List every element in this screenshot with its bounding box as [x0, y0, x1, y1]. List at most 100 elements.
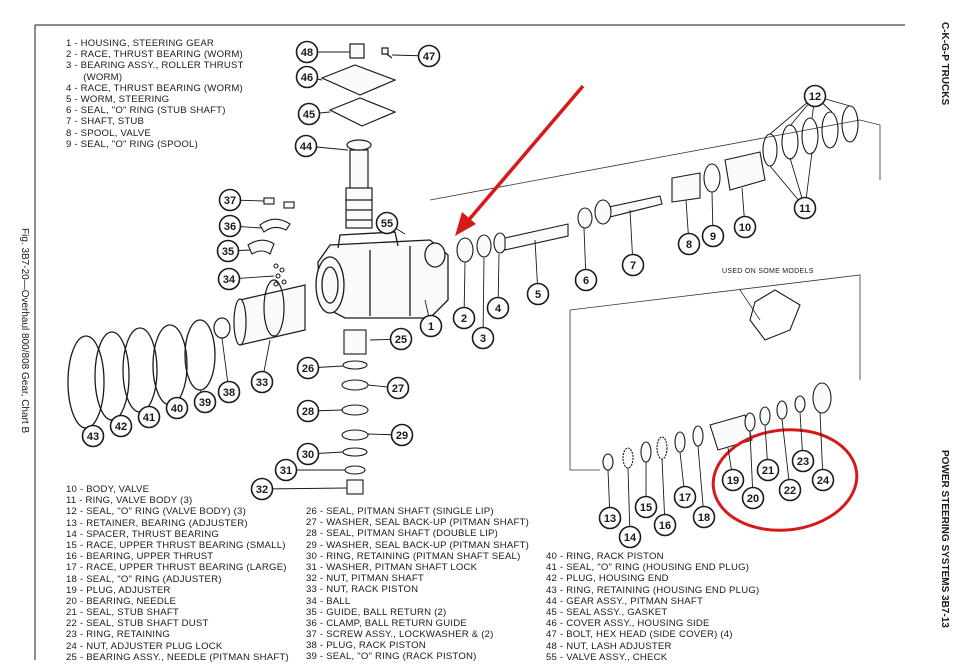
callout-circle	[294, 134, 318, 158]
callout-circle	[165, 396, 189, 420]
legend-row: 32 - NUT, PITMAN SHAFT	[306, 573, 424, 585]
callout-47: 47	[417, 44, 441, 68]
legend-row: 7 - SHAFT, STUB	[66, 116, 145, 128]
legend-row: 10 - BODY, VALVE	[66, 484, 150, 495]
callout-45: 45	[297, 102, 321, 126]
callout-42: 42	[109, 414, 133, 438]
callout-number: 40	[171, 403, 183, 415]
callout-circle	[756, 458, 780, 482]
legend-top: 1 - HOUSING, STEERING GEAR 2 - RACE, THR…	[66, 38, 244, 150]
callout-number: 32	[256, 484, 268, 496]
adjuster-plug-train	[602, 289, 832, 471]
callout-circle	[296, 399, 320, 423]
callout-circle	[217, 380, 241, 404]
ball-return-parts	[247, 197, 295, 287]
callout-circle	[791, 449, 815, 473]
legend-row: (WORM)	[66, 71, 123, 83]
leader-line	[261, 487, 348, 490]
callout-number: 18	[698, 512, 710, 524]
legend-row: 19 - PLUG, ADJUSTER	[66, 584, 171, 596]
legend-row: 55 - VALVE ASSY., CHECK	[546, 651, 668, 663]
callout-circle	[295, 40, 319, 64]
rack-piston	[213, 279, 306, 346]
legend-row: 36 - CLAMP, BALL RETURN GUIDE	[306, 617, 467, 629]
callout-37: 37	[218, 188, 242, 212]
callout-number: 17	[679, 492, 691, 504]
callout-number: 46	[301, 72, 313, 84]
callout-number: 8	[686, 239, 692, 251]
legend-row: 14 - SPACER, THRUST BEARING	[66, 528, 220, 540]
callout-circle	[618, 525, 642, 549]
callout-number: 25	[395, 334, 407, 346]
legend-row: 29 - WASHER, SEAL BACK-UP (PITMAN SHAFT)	[306, 539, 530, 551]
callout-5: 5	[526, 282, 550, 306]
callout-28: 28	[296, 399, 320, 423]
callout-number: 9	[710, 231, 716, 243]
callout-number: 12	[809, 91, 821, 103]
callout-number: 16	[659, 520, 671, 532]
callout-number: 19	[727, 475, 739, 487]
callout-circle	[417, 44, 441, 68]
callout-17: 17	[673, 485, 697, 509]
red-arrow-annotation	[455, 84, 585, 236]
callout-circle	[634, 495, 658, 519]
used-on-some-models-note: USED ON SOME MODELS	[722, 268, 814, 275]
pitman-shaft-gear	[345, 139, 373, 229]
callout-circle	[375, 211, 399, 235]
callout-circle	[297, 102, 321, 126]
callout-circle	[386, 376, 410, 400]
callout-48: 48	[295, 40, 319, 64]
callout-number: 14	[624, 532, 637, 544]
callout-number: 10	[739, 222, 751, 234]
legend-col-2: 26 - SEAL, PITMAN SHAFT (SINGLE LIP) 27 …	[306, 506, 529, 663]
callout-20: 20	[741, 486, 765, 510]
callout-33: 33	[250, 370, 274, 394]
legend-row: 4 - RACE, THRUST BEARING (WORM)	[66, 82, 243, 94]
callout-15: 15	[634, 495, 658, 519]
callout-9: 9	[701, 224, 725, 248]
callout-circle	[733, 215, 757, 239]
callout-23: 23	[791, 449, 815, 473]
callout-13: 13	[598, 506, 622, 530]
callout-31: 31	[274, 458, 298, 482]
callout-circle	[598, 506, 622, 530]
callout-circle	[653, 513, 677, 537]
section-footer: POWER STEERING SYSTEMS 3B7-13	[939, 450, 950, 628]
leader-line	[781, 418, 791, 491]
legend-row: 26 - SEAL, PITMAN SHAFT (SINGLE LIP)	[306, 506, 494, 517]
legend-row: 42 - PLUG, HOUSING END	[546, 573, 669, 585]
callout-2: 2	[452, 306, 476, 330]
callout-circle	[778, 478, 802, 502]
callout-number: 3	[480, 333, 486, 345]
callout-circle	[109, 414, 133, 438]
callout-circle	[217, 267, 241, 291]
callout-number: 30	[302, 449, 314, 461]
callout-11: 11	[793, 196, 817, 220]
callout-circle	[216, 239, 240, 263]
legend-row: 8 - SPOOL, VALVE	[66, 127, 151, 139]
callout-number: 21	[762, 465, 774, 477]
callout-55: 55	[375, 211, 399, 235]
legend-col-1: 10 - BODY, VALVE 11 - RING, VALVE BODY (…	[66, 484, 289, 663]
callout-number: 48	[301, 47, 313, 59]
callout-8: 8	[677, 232, 701, 256]
callout-circle	[452, 306, 476, 330]
callout-40: 40	[165, 396, 189, 420]
callout-number: 20	[747, 493, 759, 505]
legend-row: 44 - GEAR ASSY., PITMAN SHAFT	[546, 595, 704, 607]
callout-circle	[218, 214, 242, 238]
callout-circle	[137, 405, 161, 429]
callout-number: 43	[87, 431, 99, 443]
callout-24: 24	[811, 468, 835, 492]
callout-number: 36	[224, 221, 236, 233]
callout-35: 35	[216, 239, 240, 263]
callout-26: 26	[296, 356, 320, 380]
callout-32: 32	[250, 477, 274, 501]
callout-39: 39	[193, 390, 217, 414]
callout-34: 34	[217, 267, 241, 291]
callout-circle	[701, 224, 725, 248]
callout-number: 13	[604, 513, 616, 525]
legend-row: 16 - BEARING, UPPER THRUST	[66, 551, 214, 563]
legend-row: 38 - PLUG, RACK PISTON	[306, 640, 426, 652]
